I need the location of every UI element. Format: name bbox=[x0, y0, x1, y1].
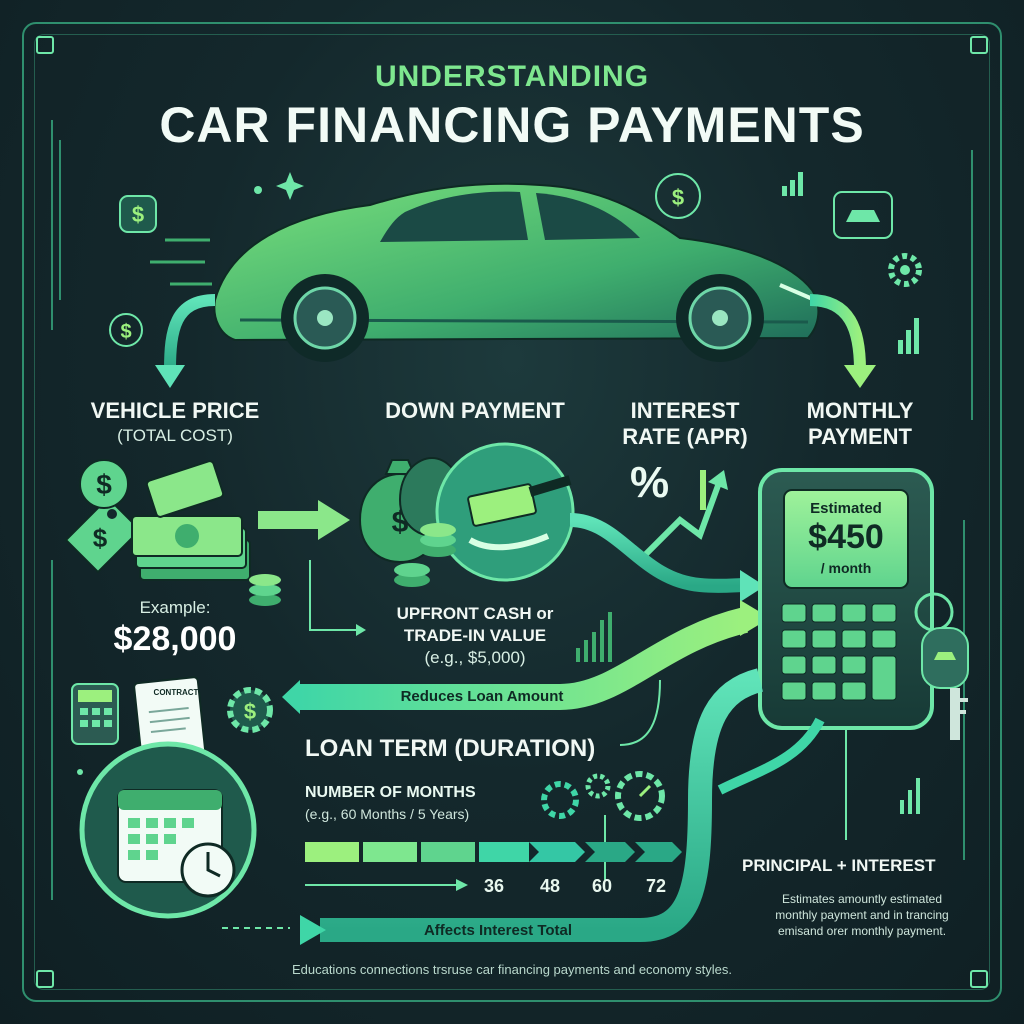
calculator-icon bbox=[758, 468, 934, 730]
hand-cash-circle bbox=[435, 442, 575, 582]
term-tick-36: 36 bbox=[484, 876, 505, 896]
bar-chart-icon bbox=[576, 612, 612, 662]
reduces-band bbox=[300, 607, 749, 710]
calc-screen-unit: / month bbox=[820, 560, 872, 576]
trend-arrow-icon bbox=[637, 470, 728, 563]
left-rail-decoration bbox=[51, 120, 973, 900]
connector-line bbox=[309, 560, 360, 631]
down-payment-line1: UPFRONT CASH or bbox=[396, 604, 554, 623]
svg-text:$: $ bbox=[244, 699, 256, 724]
coin-icon: $ bbox=[119, 195, 157, 233]
chat-dollar-icon: $ bbox=[655, 173, 701, 219]
vehicle-price-title: VEHICLE PRICE bbox=[90, 398, 260, 423]
corner-ornament bbox=[36, 970, 54, 988]
dollar-coin-icon: $ bbox=[79, 459, 129, 509]
svg-text:$: $ bbox=[96, 469, 112, 500]
connector-line bbox=[619, 679, 661, 746]
svg-text:$: $ bbox=[120, 321, 131, 343]
percent-icon: % bbox=[630, 458, 670, 507]
arrow-car-to-price bbox=[164, 294, 216, 371]
gauge-icon bbox=[615, 771, 665, 821]
down-payment-line3: (e.g., $5,000) bbox=[424, 648, 526, 667]
svg-text:$: $ bbox=[93, 523, 108, 553]
coin-icon: $ bbox=[109, 313, 143, 347]
vehicle-price-subtitle: (TOTAL COST) bbox=[117, 426, 233, 445]
calendar-clock-icon bbox=[79, 741, 257, 919]
interest-rate-title-1: INTEREST bbox=[630, 398, 740, 423]
sparkle-icon bbox=[77, 172, 304, 775]
affects-band bbox=[320, 668, 764, 942]
arrow-head bbox=[155, 365, 185, 388]
calc-screen-value: $450 bbox=[808, 518, 884, 556]
monthly-payment-title-2: PAYMENT bbox=[808, 424, 912, 449]
interest-rate-title-2: RATE (APR) bbox=[622, 424, 748, 449]
bar-chart-icon bbox=[782, 172, 919, 354]
principal-line2: monthly payment and in trancing bbox=[775, 908, 949, 922]
page-subtitle: UNDERSTANDING bbox=[374, 60, 650, 93]
svg-text:$: $ bbox=[672, 185, 684, 210]
term-progress-bar bbox=[305, 842, 682, 862]
term-tick-60: 60 bbox=[592, 876, 613, 896]
arrow-car-to-payment bbox=[809, 294, 866, 371]
loan-term-line1: NUMBER OF MONTHS bbox=[305, 784, 476, 801]
flow-calc-right bbox=[717, 717, 825, 795]
car-chat-icon bbox=[833, 191, 893, 239]
cash-stack-icon bbox=[131, 460, 251, 581]
arrow-head bbox=[318, 500, 350, 540]
down-payment-line2: TRADE-IN VALUE bbox=[403, 626, 547, 645]
principal-title: PRINCIPAL + INTEREST bbox=[742, 856, 936, 875]
down-payment-title: DOWN PAYMENT bbox=[385, 398, 565, 423]
gear-icon bbox=[888, 253, 922, 287]
small-calculator-icon bbox=[71, 683, 119, 745]
corner-ornament bbox=[970, 970, 988, 988]
flow-down-to-calc bbox=[569, 513, 746, 593]
inner-frame bbox=[34, 34, 990, 990]
contract-label: CONTRACT bbox=[153, 688, 199, 697]
vehicle-price-example-label: Example: bbox=[139, 598, 211, 617]
car-key-icon bbox=[914, 592, 969, 740]
footer-note: Educations connections trsruse car finan… bbox=[291, 962, 733, 977]
principal-line1: Estimates amountly estimated bbox=[781, 892, 943, 906]
loan-term-line2: (e.g., 60 Months / 5 Years) bbox=[305, 806, 470, 822]
price-tag-icon: $ bbox=[64, 496, 142, 574]
gear-icon bbox=[541, 773, 611, 819]
coin-stack-icon bbox=[249, 574, 281, 606]
car-illustration bbox=[150, 182, 820, 362]
corner-ornament bbox=[36, 36, 54, 54]
page-title: CAR FINANCING PAYMENTS bbox=[159, 97, 865, 153]
outer-frame bbox=[22, 22, 1002, 1002]
loan-term-title: LOAN TERM (DURATION) bbox=[305, 735, 596, 762]
vehicle-price-example-value: $28,000 bbox=[113, 620, 237, 658]
term-tick-72: 72 bbox=[646, 876, 667, 896]
principal-line3: emisand orer monthly payment. bbox=[777, 924, 947, 938]
corner-ornament bbox=[970, 36, 988, 54]
calc-screen-label: Estimated bbox=[810, 500, 882, 517]
arrow-head bbox=[844, 365, 876, 388]
bar-chart-icon bbox=[900, 778, 920, 814]
monthly-payment-title-1: MONTHLY bbox=[806, 398, 914, 423]
affects-interest-label: Affects Interest Total bbox=[423, 922, 573, 939]
reduces-loan-label: Reduces Loan Amount bbox=[400, 688, 564, 705]
svg-text:$: $ bbox=[132, 202, 144, 227]
coin-stack-icon bbox=[394, 523, 456, 587]
gear-dollar-icon: $ bbox=[227, 687, 273, 733]
term-tick-48: 48 bbox=[540, 876, 561, 896]
